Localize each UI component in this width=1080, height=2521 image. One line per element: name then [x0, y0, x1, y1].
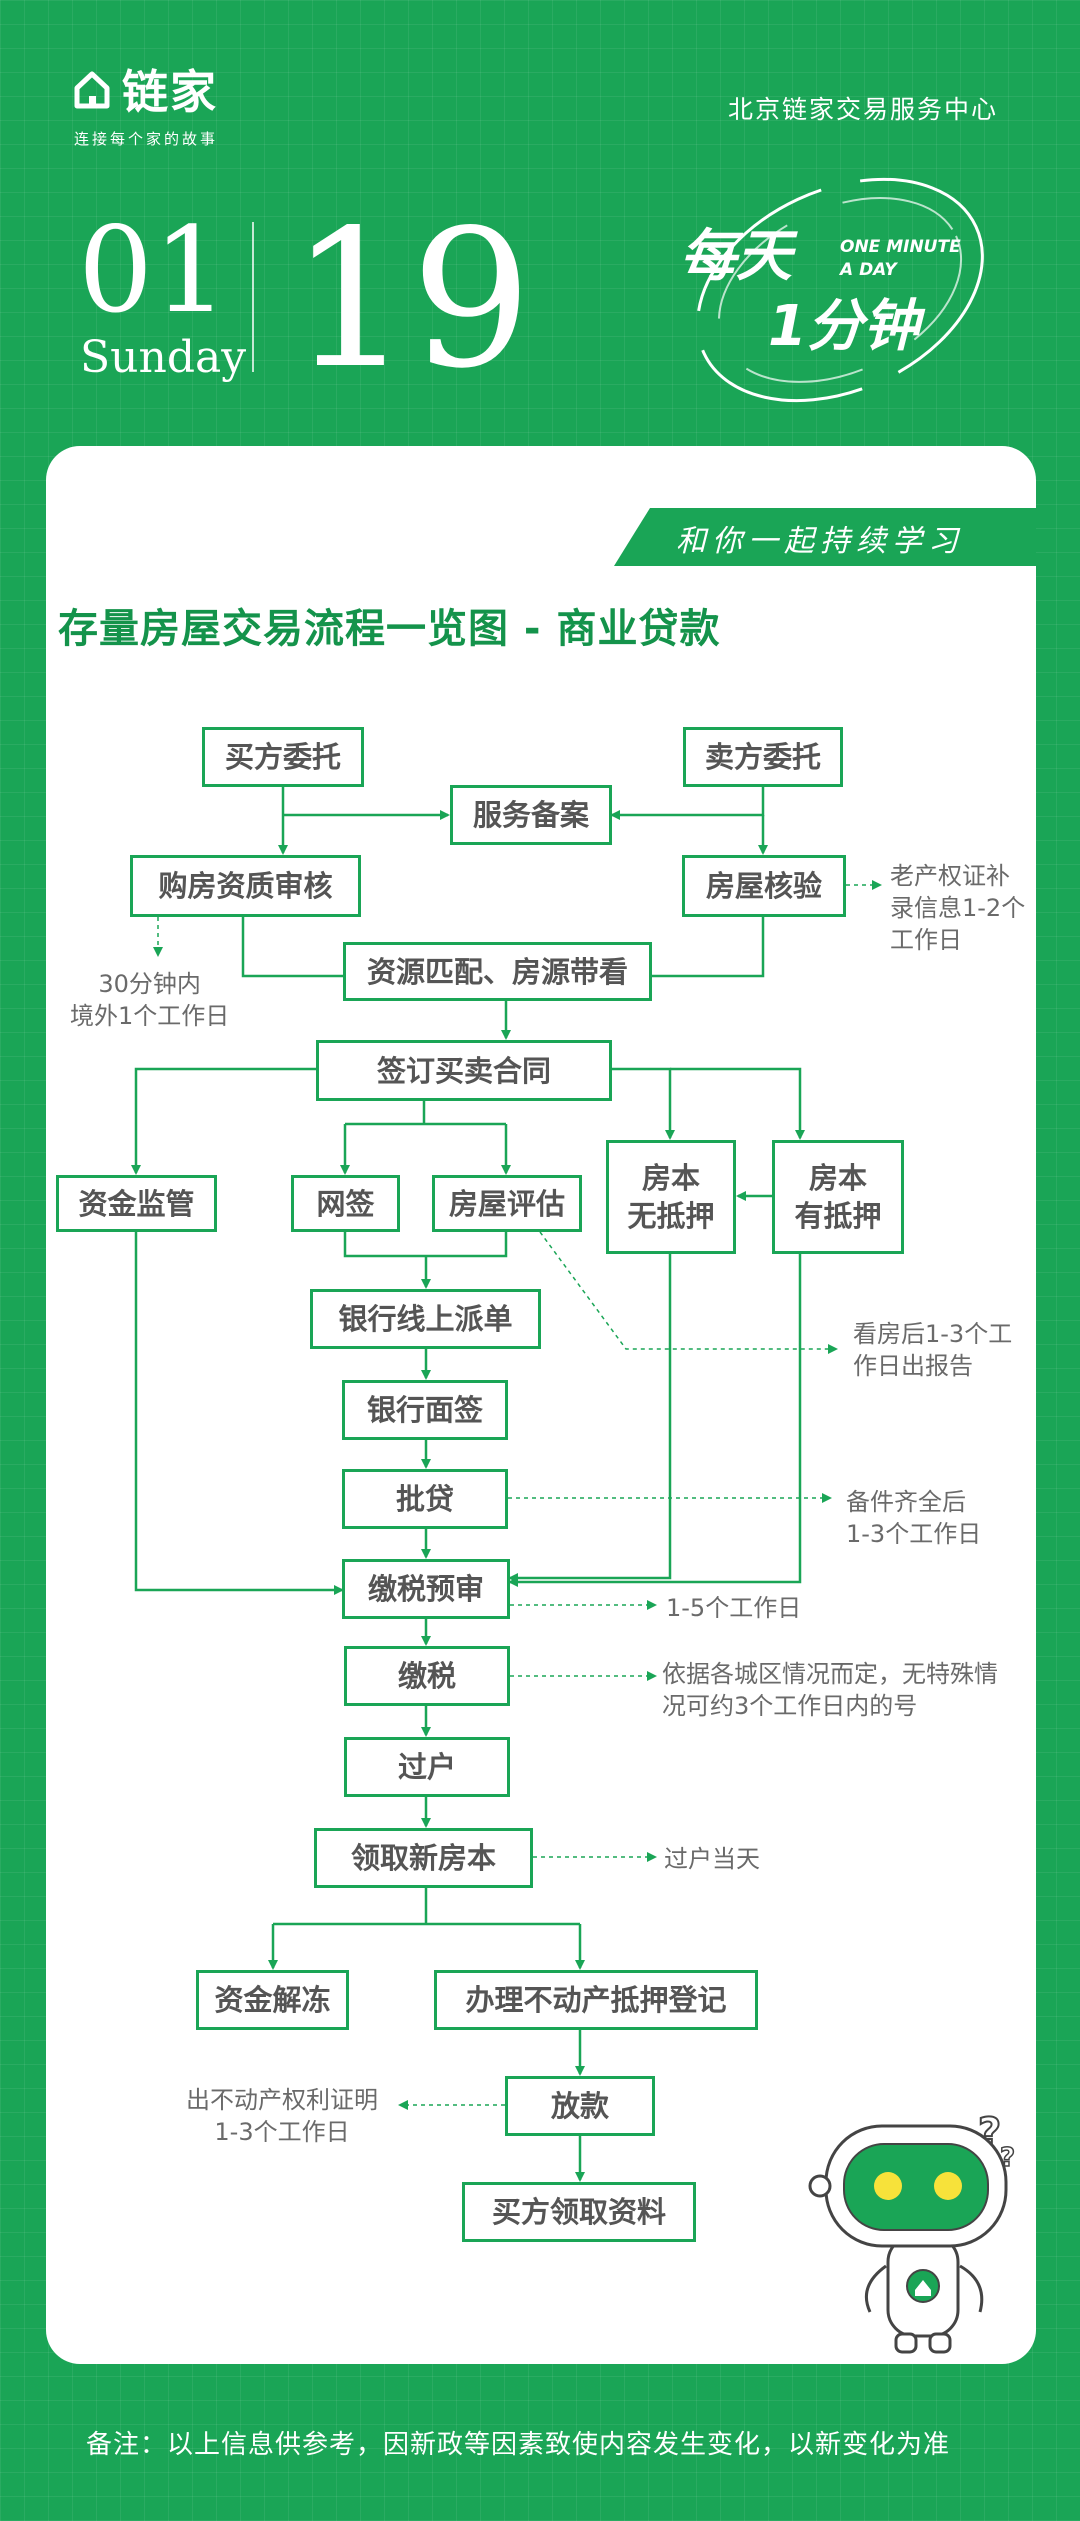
- date-divider: [252, 222, 254, 372]
- node-house-verification: 房屋核验: [682, 855, 846, 917]
- node-has-mortgage: 房本 有抵押: [772, 1140, 904, 1254]
- badge-title-line1: 每天: [680, 224, 798, 289]
- edge-merge-to-dispatch: [343, 1232, 508, 1258]
- node-buyer-docs: 买方领取资料: [462, 2182, 696, 2242]
- note-qualification-time: 30分钟内 境外1个工作日: [70, 970, 230, 1030]
- note-tax-time: 依据各城区情况而定，无特殊情 况可约3个工作日内的号: [662, 1660, 998, 1720]
- node-seller-entrust: 卖方委托: [683, 727, 843, 787]
- node-pay-tax: 缴税: [344, 1646, 510, 1706]
- node-buyer-entrust: 买方委托: [202, 727, 364, 787]
- dashed-appraisal-note: [539, 1231, 838, 1354]
- node-disbursement: 放款: [505, 2076, 655, 2136]
- node-loan-approval: 批贷: [342, 1469, 508, 1529]
- node-fund-release: 资金解冻: [196, 1970, 349, 2030]
- badge-title-line2: 1分钟: [768, 294, 926, 359]
- ribbon-text: 和你一起持续学习: [676, 524, 964, 559]
- house-logo-icon: [74, 71, 110, 109]
- edge-contract-to-nomortgage: [612, 1067, 675, 1140]
- node-online-signing: 网签: [291, 1175, 400, 1232]
- brand-slogan: 连接每个家的故事: [74, 130, 219, 148]
- node-bank-interview: 银行面签: [342, 1380, 508, 1440]
- one-minute-badge: 每天 ONE MINUTE A DAY 1分钟: [680, 177, 984, 403]
- date-weekday: Sunday: [80, 332, 247, 383]
- note-loan-time: 备件齐全后 1-3个工作日: [846, 1488, 982, 1548]
- badge-en-line2: A DAY: [838, 260, 898, 280]
- node-bank-dispatch: 银行线上派单: [310, 1289, 541, 1349]
- flowchart-title: 存量房屋交易流程一览图 - 商业贷款: [58, 606, 721, 652]
- note-precheck-time: 1-5个工作日: [666, 1594, 802, 1622]
- note-certificate-time: 出不动产权利证明 1-3个工作日: [186, 2086, 378, 2146]
- edge-seller-to-filing: [610, 787, 765, 820]
- date-month: 01: [78, 201, 229, 339]
- brand-logo: 链家 连接每个家的故事: [72, 62, 272, 152]
- edge-nomortgage-to-precheck: [508, 1254, 672, 1583]
- date-day: 19: [290, 189, 532, 410]
- note-appraisal-time: 看房后1-3个工 作日出报告: [853, 1320, 1013, 1380]
- node-transfer: 过户: [344, 1737, 510, 1797]
- badge-en-line1: ONE MINUTE: [840, 237, 961, 257]
- node-tax-precheck: 缴税预审: [342, 1559, 510, 1619]
- node-house-appraisal: 房屋评估: [432, 1175, 582, 1232]
- note-old-certificate: 老产权证补 录信息1-2个 工作日: [890, 862, 1026, 954]
- node-fund-supervision: 资金监管: [56, 1175, 217, 1232]
- node-qualification-review: 购房资质审核: [130, 855, 361, 917]
- node-new-certificate: 领取新房本: [314, 1828, 533, 1888]
- edge-contract-to-hasmortgage: [670, 1067, 805, 1140]
- edge-hasmortgage-to-precheck: [508, 1254, 802, 1587]
- note-transfer-time: 过户当天: [664, 1845, 760, 1873]
- footnote: 备注：以上信息供参考，因新政等因素致使内容发生变化，以新变化为准: [86, 2430, 951, 2460]
- node-matching-viewing: 资源匹配、房源带看: [343, 942, 652, 1001]
- node-sign-contract: 签订买卖合同: [316, 1040, 612, 1101]
- edge-qualification-to-matching: [241, 917, 343, 978]
- robot-mascot-icon: ? ?: [808, 2109, 1016, 2354]
- edge-supervision-to-precheck: [134, 1232, 344, 1595]
- node-no-mortgage: 房本 无抵押: [606, 1140, 736, 1254]
- node-mortgage-registration: 办理不动产抵押登记: [434, 1970, 758, 2030]
- node-service-filing: 服务备案: [450, 785, 612, 845]
- service-center-name: 北京链家交易服务中心: [727, 95, 998, 124]
- edge-contract-to-supervision: [131, 1067, 316, 1175]
- brand-name: 链家: [122, 65, 218, 119]
- ribbon-banner: [614, 508, 1036, 566]
- edge-verification-to-matching: [652, 917, 765, 978]
